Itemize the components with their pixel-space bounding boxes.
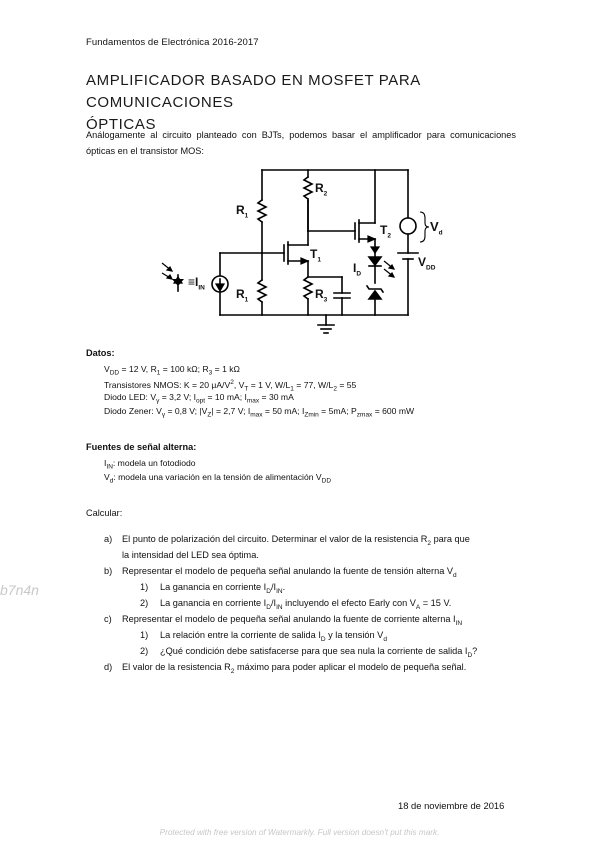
course-header: Fundamentos de Electrónica 2016-2017 bbox=[86, 37, 259, 48]
label-vd: Vd bbox=[430, 219, 443, 237]
title-line-2: ÓPTICAS bbox=[86, 116, 157, 133]
label-iin: ≡IIN bbox=[188, 275, 205, 292]
intro-paragraph: Análogamente al circuito planteado con B… bbox=[86, 130, 516, 156]
page-title: AMPLIFICADOR BASADO EN MOSFET PARA COMUN… bbox=[86, 70, 516, 136]
item-c: Representar el modelo de pequeña señal a… bbox=[122, 614, 463, 627]
label-r1-bottom: R1 bbox=[236, 287, 249, 304]
label-r3: R3 bbox=[315, 287, 328, 304]
label-r1-top: R1 bbox=[236, 203, 249, 220]
item-b1: La ganancia en corriente ID/IIN. bbox=[160, 582, 286, 595]
item-d-marker: d) bbox=[104, 662, 113, 672]
label-t1: T1 bbox=[310, 247, 321, 264]
item-b2: La ganancia en corriente ID/IIN incluyen… bbox=[160, 598, 452, 611]
calcular-heading: Calcular: bbox=[86, 508, 123, 518]
item-d: El valor de la resistencia R2 máximo par… bbox=[122, 662, 467, 675]
item-c1: La relación entre la corriente de salida… bbox=[160, 630, 387, 643]
item-a-line-1: El punto de polarización del circuito. D… bbox=[122, 534, 470, 547]
datos-line-1: VDD = 12 V, R1 = 100 kΩ; R3 = 1 kΩ bbox=[104, 364, 240, 377]
item-b-marker: b) bbox=[104, 566, 113, 576]
item-a-marker: a) bbox=[104, 534, 113, 544]
item-b1-marker: 1) bbox=[140, 582, 149, 592]
footer-watermark: Protected with free version of Watermark… bbox=[159, 828, 440, 837]
circuit-diagram: R1 R1 R2 R3 T1 T2 ≡IIN ID Vd VDD bbox=[150, 165, 450, 335]
label-vdd: VDD bbox=[418, 255, 436, 272]
fuentes-line-1: IIN: modela un fotodiodo bbox=[104, 458, 196, 471]
side-watermark: b7n4n bbox=[0, 582, 39, 598]
item-a-line-2: la intensidad del LED sea óptima. bbox=[122, 550, 259, 560]
item-c1-marker: 1) bbox=[140, 630, 149, 640]
label-id: ID bbox=[353, 261, 362, 278]
footer-date: 18 de noviembre de 2016 bbox=[398, 800, 505, 811]
datos-line-2: Transistores NMOS: K = 20 μA/V2, VT = 1 … bbox=[104, 379, 357, 393]
item-c2: ¿Qué condición debe satisfacerse para qu… bbox=[160, 646, 478, 659]
item-b2-marker: 2) bbox=[140, 598, 149, 608]
datos-line-4: Diodo Zener: Vγ = 0,8 V; |VZ| = 2,7 V; I… bbox=[104, 406, 415, 419]
item-c-marker: c) bbox=[104, 614, 112, 624]
title-line-1: AMPLIFICADOR BASADO EN MOSFET PARA COMUN… bbox=[86, 72, 421, 111]
fuentes-heading: Fuentes de señal alterna: bbox=[86, 442, 197, 452]
item-b: Representar el modelo de pequeña señal a… bbox=[122, 566, 457, 579]
label-t2: T2 bbox=[380, 223, 391, 240]
datos-heading: Datos: bbox=[86, 348, 115, 358]
fuentes-line-2: Vd: modela una variación en la tensión d… bbox=[104, 472, 332, 485]
label-r2: R2 bbox=[315, 181, 328, 198]
circuit-svg bbox=[161, 169, 430, 334]
datos-line-3: Diodo LED: Vγ = 3,2 V; Iopt = 10 mA; Ima… bbox=[104, 392, 294, 405]
item-c2-marker: 2) bbox=[140, 646, 149, 656]
